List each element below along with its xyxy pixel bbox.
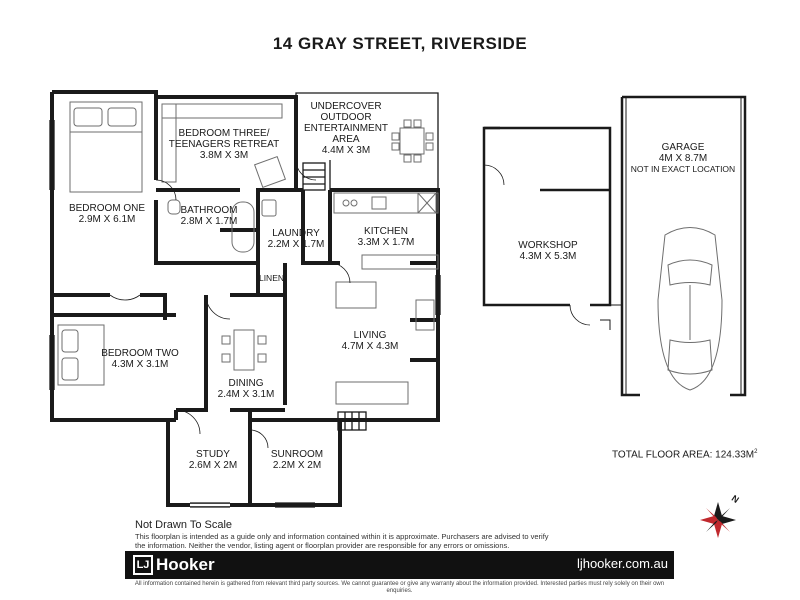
brand-name: Hooker <box>156 555 215 574</box>
room-size: 2.4M X 3.1M <box>217 389 275 400</box>
garage-walls <box>620 95 747 397</box>
room-name: LAUNDRY <box>272 228 320 239</box>
disclaimer-text: This floorplan is intended as a guide on… <box>135 532 549 550</box>
workshop-doors <box>483 164 591 326</box>
garage-detail <box>600 97 742 395</box>
room-name: BEDROOM ONE <box>68 203 146 214</box>
compass-icon <box>700 502 736 538</box>
room-bedroom-three: BEDROOM THREE/ TEENAGERS RETREAT 3.8M X … <box>160 128 288 161</box>
room-bathroom: BATHROOM 2.8M X 1.7M <box>174 205 244 227</box>
room-size: 2.2M X 2M <box>272 460 322 471</box>
room-dining: DINING 2.4M X 3.1M <box>208 378 284 400</box>
footer-bar <box>125 551 674 579</box>
room-outdoor-area: UNDERCOVER OUTDOOR ENTERTAINMENT AREA 4.… <box>296 101 396 156</box>
room-bedroom-two: BEDROOM TWO 4.3M X 3.1M <box>90 348 190 370</box>
room-size: 4.3M X 5.3M <box>519 251 577 262</box>
room-size: 2.6M X 2M <box>188 460 238 471</box>
room-size: 4.3M X 3.1M <box>111 359 169 370</box>
room-name: WORKSHOP <box>518 240 578 251</box>
door-swings <box>109 159 351 449</box>
room-name: DINING <box>228 378 264 389</box>
room-linen: LINEN <box>258 273 285 283</box>
room-name: KITCHEN <box>364 226 408 237</box>
room-size: 2.2M X 1.7M <box>267 239 325 250</box>
fine-print: All information contained herein is gath… <box>134 581 665 594</box>
room-name: BEDROOM THREE/ <box>178 128 270 139</box>
car-icon <box>657 227 723 391</box>
room-size: 4.4M X 3M <box>321 145 371 156</box>
furniture <box>57 101 439 405</box>
room-name: BATHROOM <box>180 205 238 216</box>
room-name: SUNROOM <box>270 449 324 460</box>
room-kitchen: KITCHEN 3.3M X 1.7M <box>336 226 436 248</box>
room-name-line4: AREA <box>332 134 360 145</box>
room-name-line3: ENTERTAINMENT <box>303 123 389 134</box>
room-workshop: WORKSHOP 4.3M X 5.3M <box>500 240 596 262</box>
room-name: BEDROOM TWO <box>101 348 179 359</box>
room-size: 4M X 8.7M <box>658 153 708 164</box>
room-sunroom: SUNROOM 2.2M X 2M <box>256 449 338 471</box>
area-unit-superscript: 2 <box>754 449 758 455</box>
brand-mark: LJ <box>133 555 153 575</box>
room-name-line2: TEENAGERS RETREAT <box>168 139 280 150</box>
room-living: LIVING 4.7M X 4.3M <box>320 330 420 352</box>
website-link[interactable]: ljhooker.com.au <box>576 556 668 571</box>
room-name-line2: OUTDOOR <box>320 112 372 123</box>
room-name: LINEN <box>258 273 285 283</box>
brand-logo: LJ Hooker <box>133 553 215 577</box>
room-bedroom-one: BEDROOM ONE 2.9M X 6.1M <box>60 203 154 225</box>
total-floor-area-text: TOTAL FLOOR AREA: 124.33M <box>612 449 755 461</box>
room-note: NOT IN EXACT LOCATION <box>630 164 736 174</box>
room-laundry: LAUNDRY 2.2M X 1.7M <box>260 228 332 250</box>
room-name: LIVING <box>353 330 387 341</box>
room-garage: GARAGE 4M X 8.7M NOT IN EXACT LOCATION <box>626 142 740 174</box>
page-title: 14 GRAY STREET, RIVERSIDE <box>272 34 528 53</box>
room-size: 2.8M X 1.7M <box>180 216 238 227</box>
workshop-walls <box>482 126 612 307</box>
total-floor-area: TOTAL FLOOR AREA: 124.33M2 <box>612 449 757 460</box>
room-name: STUDY <box>196 449 230 460</box>
outdoor-area-outline <box>49 92 441 508</box>
room-name: GARAGE <box>661 142 705 153</box>
not-to-scale-note: Not Drawn To Scale <box>135 519 233 531</box>
room-name-line1: UNDERCOVER <box>310 101 382 112</box>
room-size: 3.3M X 1.7M <box>357 237 415 248</box>
room-size: 3.8M X 3M <box>199 150 249 161</box>
room-size: 4.7M X 4.3M <box>341 341 399 352</box>
house-walls <box>50 90 440 507</box>
room-size: 2.9M X 6.1M <box>78 214 136 225</box>
room-study: STUDY 2.6M X 2M <box>178 449 248 471</box>
